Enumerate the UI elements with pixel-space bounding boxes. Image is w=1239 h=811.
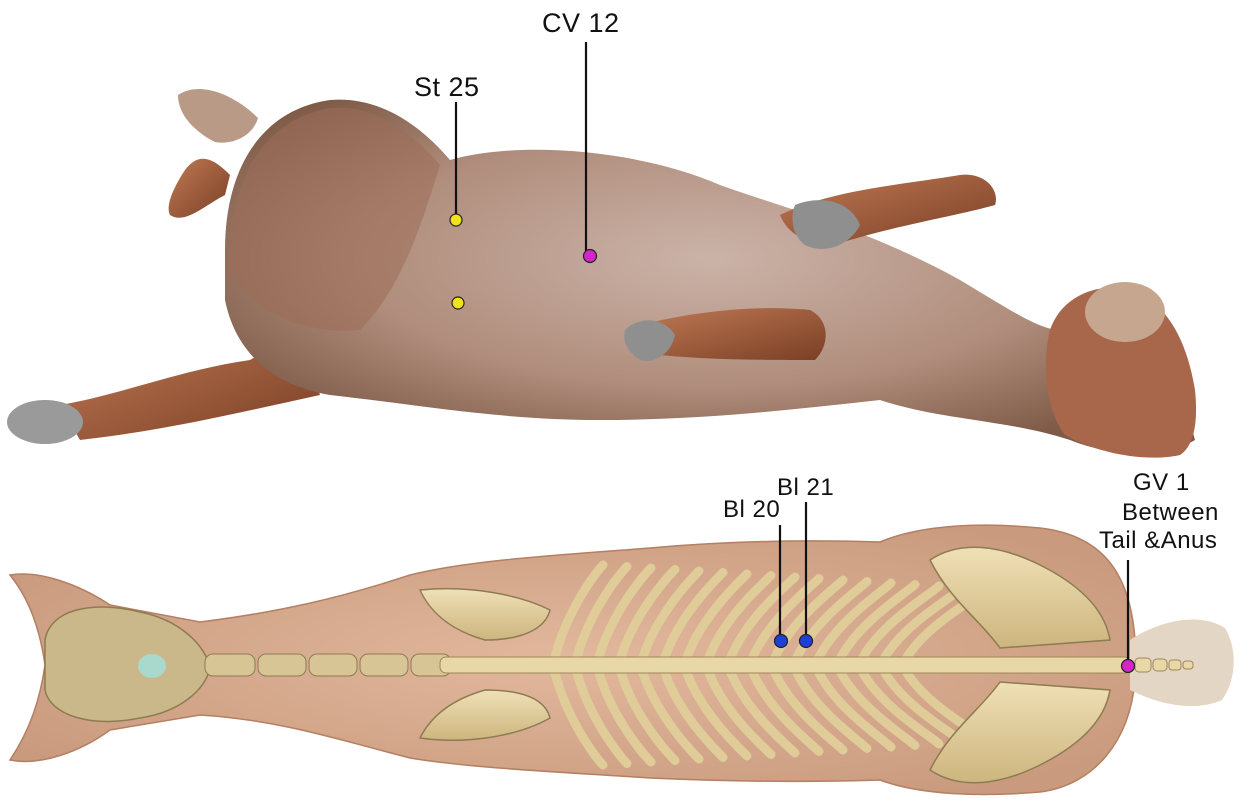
bl21-point — [800, 635, 813, 648]
hind-leg-raised — [169, 159, 230, 218]
st25-point-lower — [452, 297, 464, 309]
gv1-point — [1122, 660, 1135, 673]
skull-foramen — [138, 654, 166, 678]
bl21-label: Bl 21 — [777, 474, 834, 501]
cervical-vertebrae — [205, 654, 451, 676]
st25-point-upper — [450, 214, 462, 226]
hind-hoof-lower — [7, 400, 83, 444]
hind-hoof-raised — [178, 89, 258, 143]
horse-muzzle — [1085, 282, 1165, 342]
cv12-point — [584, 250, 597, 263]
gv1-sublabel-between: Between — [1122, 499, 1219, 526]
horse-photo-ventral — [7, 89, 1196, 458]
gv1-sublabel-tail-anus: Tail &Anus — [1099, 527, 1217, 554]
bl20-point — [775, 635, 788, 648]
spine — [440, 657, 1130, 673]
gv1-label: GV 1 — [1133, 469, 1190, 496]
horse-skeleton-dorsal — [10, 525, 1234, 794]
st25-label: St 25 — [414, 72, 480, 102]
cv12-label: CV 12 — [542, 8, 620, 38]
bl20-label: Bl 20 — [723, 496, 780, 523]
